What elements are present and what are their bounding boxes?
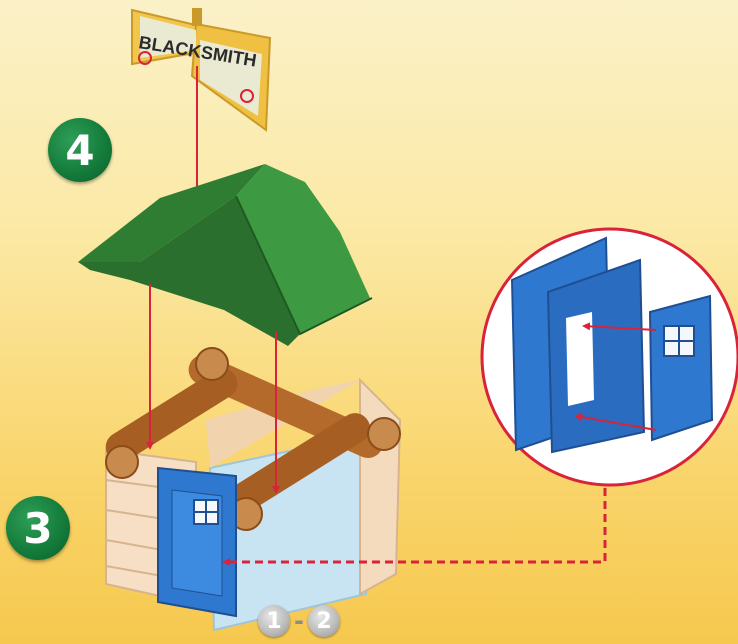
- front-door: [158, 468, 236, 616]
- step-badge-3: 3: [6, 496, 70, 560]
- blacksmith-sign: BLACKSMITH: [132, 8, 270, 130]
- page-ref-first: 1: [258, 605, 290, 637]
- inset-door: [650, 296, 712, 440]
- green-roof: [78, 164, 372, 346]
- door-detail-inset: [482, 229, 738, 485]
- log-end: [106, 446, 138, 478]
- log-end: [196, 348, 228, 380]
- page-ref-separator: -: [290, 607, 308, 635]
- sign-hook: [192, 8, 202, 26]
- log-house: [100, 348, 400, 630]
- log-end: [368, 418, 400, 450]
- step-badge-4: 4: [48, 118, 112, 182]
- page-ref-second: 2: [308, 605, 340, 637]
- page-reference: 1 - 2: [258, 604, 340, 638]
